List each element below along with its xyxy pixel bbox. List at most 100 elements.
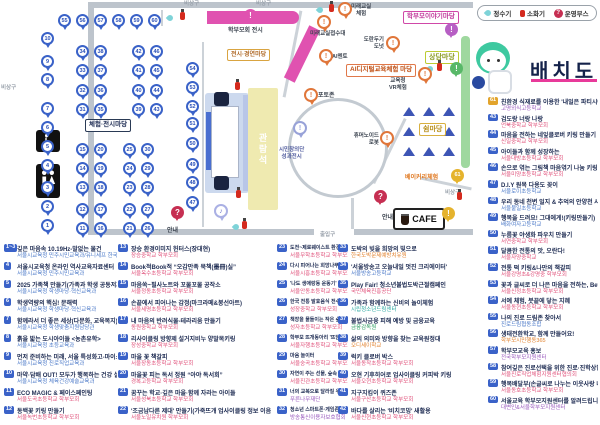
vr-label: 교육청 VR체험 xyxy=(389,78,407,91)
info-pin: ? xyxy=(374,190,387,205)
booth-number: 48 xyxy=(488,196,499,205)
map-pin-28: 28 xyxy=(141,181,154,197)
booth-org: 장승중학교 학부모회 xyxy=(131,253,179,259)
booth-org: 경복고등학교 학부모회 xyxy=(131,379,184,385)
map-pin-5: 5 xyxy=(41,140,54,156)
map-pin-19: 19 xyxy=(94,162,107,178)
booth-org: 서울시흥초등학교 학부모회 xyxy=(290,271,348,277)
booth-org: 서울로이초등학교 xyxy=(501,189,542,195)
booth-title: 먼저 준비하는 미래, 서울 특성화고-마이스터고 xyxy=(17,355,117,361)
booth-number: 5 xyxy=(4,280,12,288)
booth-title: 깊은 마음속 10.19Hz-말없는 물건 xyxy=(17,247,102,253)
booth-number: 45 xyxy=(488,146,499,155)
marker-pin: ! xyxy=(450,62,463,77)
booth-title: 함께라서 더 좋은 세상(다문화, 교육복지) xyxy=(17,319,117,325)
booth-title: 서울교육 학부모지원센터를 알려드립니다. xyxy=(501,398,598,405)
map-pin-8: 8 xyxy=(41,73,54,89)
map-pin-29: 29 xyxy=(141,162,154,178)
map-pin-38: 38 xyxy=(94,45,107,61)
booth-title: 바다를 살리는 '비치코밍' 새활용 xyxy=(351,409,431,415)
booth-number: 31 xyxy=(277,388,288,396)
booth-number: 19 xyxy=(118,352,129,360)
stage-bar xyxy=(206,112,211,170)
booth-org: 서울정동초등학교 학부모회 xyxy=(131,289,194,295)
booth-number: 21 xyxy=(118,388,129,396)
map-pin-52: 52 xyxy=(186,100,199,116)
booth-title: 불법사금융 피해 예방 및 금융교육 xyxy=(351,319,435,325)
map-pin-47: 47 xyxy=(186,196,199,212)
map-pin-35: 35 xyxy=(94,103,107,119)
citizen-label: 시민창의단 성과전시 xyxy=(279,147,305,160)
booth-org: 국민체육진흥공단 xyxy=(351,289,392,295)
map-pin-59: 59 xyxy=(130,14,143,30)
map-pin-6: 6 xyxy=(41,121,54,137)
booth-number: 16 xyxy=(118,298,129,306)
booth-number: 58 xyxy=(488,362,499,371)
tent-icon xyxy=(443,127,455,136)
booth-org: 성자초등학교 학부모회 xyxy=(290,325,343,331)
booth-number: 54 xyxy=(488,296,499,304)
booth-number: 57 xyxy=(488,346,499,354)
tent-icon xyxy=(403,147,415,156)
map-pin-18: 18 xyxy=(94,181,107,197)
booth-org: 진로드림협동조합 xyxy=(501,321,542,328)
map-pin-54: 54 xyxy=(186,62,199,78)
booth-title: 우리 동네 천변 일지 & 추억의 안양천 사진전 xyxy=(501,199,598,206)
map-pin-36: 36 xyxy=(94,84,107,100)
booth-title: 도박의 빚을 희망의 빛으로 xyxy=(351,247,417,253)
map-pin-24: 24 xyxy=(123,162,136,178)
marker-pin: ! xyxy=(418,67,432,84)
booth-title: 마을 꽃 책갈피 xyxy=(131,355,168,361)
roundabout-circle xyxy=(288,98,388,198)
booth-org: 서울구산초등학교 학부모회 xyxy=(351,397,414,403)
fire-extinguisher-icon xyxy=(235,79,240,90)
booth-title: 한국 전통 발효음식 전수와 나눔! xyxy=(290,299,348,305)
map-pin-40: 40 xyxy=(132,84,145,100)
booth-title: 삶의 의미와 방향을 찾는 교육원정대 xyxy=(351,337,441,343)
booth-number: 4 xyxy=(4,262,12,270)
booth-number: 56 xyxy=(488,329,499,337)
booth-title: 아이들과 함께 성장하는 xyxy=(501,149,560,156)
booth-org: 서울시교육청 진로직업교육과 xyxy=(17,361,85,367)
map-pin-51: 51 xyxy=(186,117,199,133)
booth-org: 서울자행초등학교 학부모회 xyxy=(290,343,348,349)
grandstand-building: 관람석 xyxy=(248,88,278,210)
booth-org: 서울오현초등학교 학부모회 xyxy=(351,379,414,385)
exit-label: 비상구 xyxy=(445,190,461,196)
booth-title: 서예 체험, 붓끝에 닿는 지혜 xyxy=(501,299,571,306)
booth-entry-34: 34'서울방송고 오늘내일 멋진 크리에이터'서울방송고등학교 xyxy=(338,262,474,277)
booth-title: 학생역량의 핵심! 문해력 xyxy=(17,301,78,307)
donut-label: 도란두기 도넛 xyxy=(363,37,384,50)
booth-org: 서울숭곡초등학교 학부모회 '해봄' xyxy=(290,361,348,367)
booth-number: 20 xyxy=(118,370,129,378)
mascot-ball xyxy=(472,76,485,89)
map-pin-12: 12 xyxy=(76,203,89,219)
booth-title: 럭키 클로버 박스 xyxy=(351,355,393,361)
marker-pin: ! xyxy=(380,131,394,148)
booth-number: 11 xyxy=(4,388,14,396)
booth-number: 18 xyxy=(118,334,129,342)
booth-org: 신일중학교 학부모회 xyxy=(501,139,549,146)
booth-number: 29 xyxy=(277,352,288,360)
booth-org: 학부모시민행동365 xyxy=(501,338,546,345)
booth-title: '나도 생애랑동 운동기' 앱 xyxy=(290,281,343,287)
map-pin-32: 32 xyxy=(76,84,89,100)
map-pin-46: 46 xyxy=(150,45,163,61)
booth-number: 36 xyxy=(338,298,349,306)
